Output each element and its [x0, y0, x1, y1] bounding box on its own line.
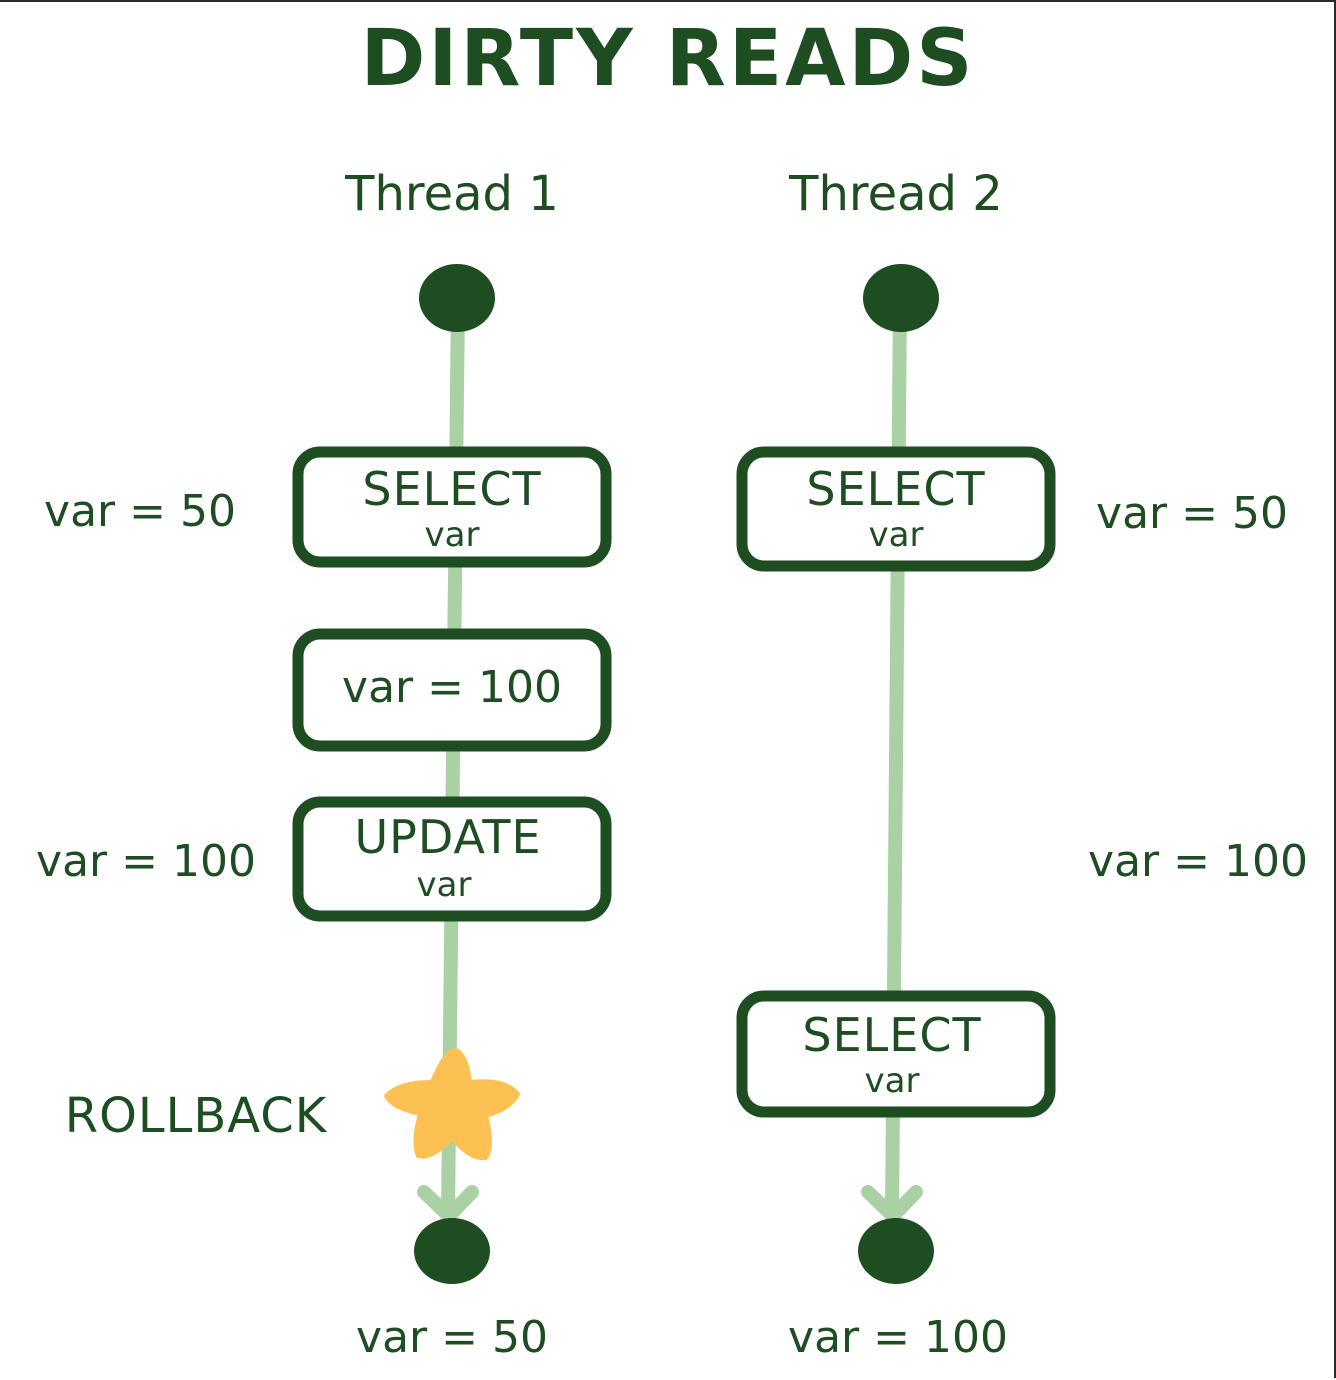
thread-1-select-sub-label: var [424, 515, 480, 555]
thread-2-select-sub-label-1: var [868, 515, 924, 555]
rollback-star-icon [384, 1048, 520, 1161]
thread-2-select-box-2 [736, 990, 1056, 1118]
thread-1-header: Thread 1 [345, 166, 559, 222]
thread-2-select-label-1: SELECT [806, 462, 986, 516]
thread-2-select-sub-label-2: var [864, 1061, 920, 1101]
thread-2-header: Thread 2 [789, 166, 1003, 222]
thread-2-end-value: var = 100 [788, 1312, 1008, 1363]
thread-1-end-node [414, 1218, 490, 1284]
thread-2-start-node [863, 264, 939, 332]
diagram-title: DIRTY READS [360, 14, 976, 104]
thread-1-update-label: UPDATE [354, 810, 542, 864]
thread-1-value-after-select: var = 50 [44, 486, 236, 537]
thread-1-select-box [292, 446, 612, 568]
thread-1-select-label: SELECT [362, 462, 542, 516]
thread-1-arrowhead [417, 1185, 479, 1223]
thread-1-start-node [419, 264, 495, 332]
rollback-label: ROLLBACK [64, 1088, 328, 1144]
thread-2-value-dirty: var = 100 [1088, 836, 1308, 887]
thread-2-arrowhead [861, 1185, 923, 1223]
thread-2-end-node [858, 1218, 934, 1284]
thread-1-assign-box [292, 628, 612, 752]
thread-2-select-label-2: SELECT [802, 1008, 982, 1062]
thread-1-end-value: var = 50 [356, 1312, 548, 1363]
thread-1-assign-label: var = 100 [342, 662, 562, 713]
thread-2-value-after-select: var = 50 [1096, 488, 1288, 539]
thread-1-update-box [292, 796, 612, 922]
thread-1-value-after-update: var = 100 [36, 836, 256, 887]
thread-1-update-sub-label: var [416, 865, 472, 905]
thread-2-select-box-1 [736, 446, 1056, 572]
